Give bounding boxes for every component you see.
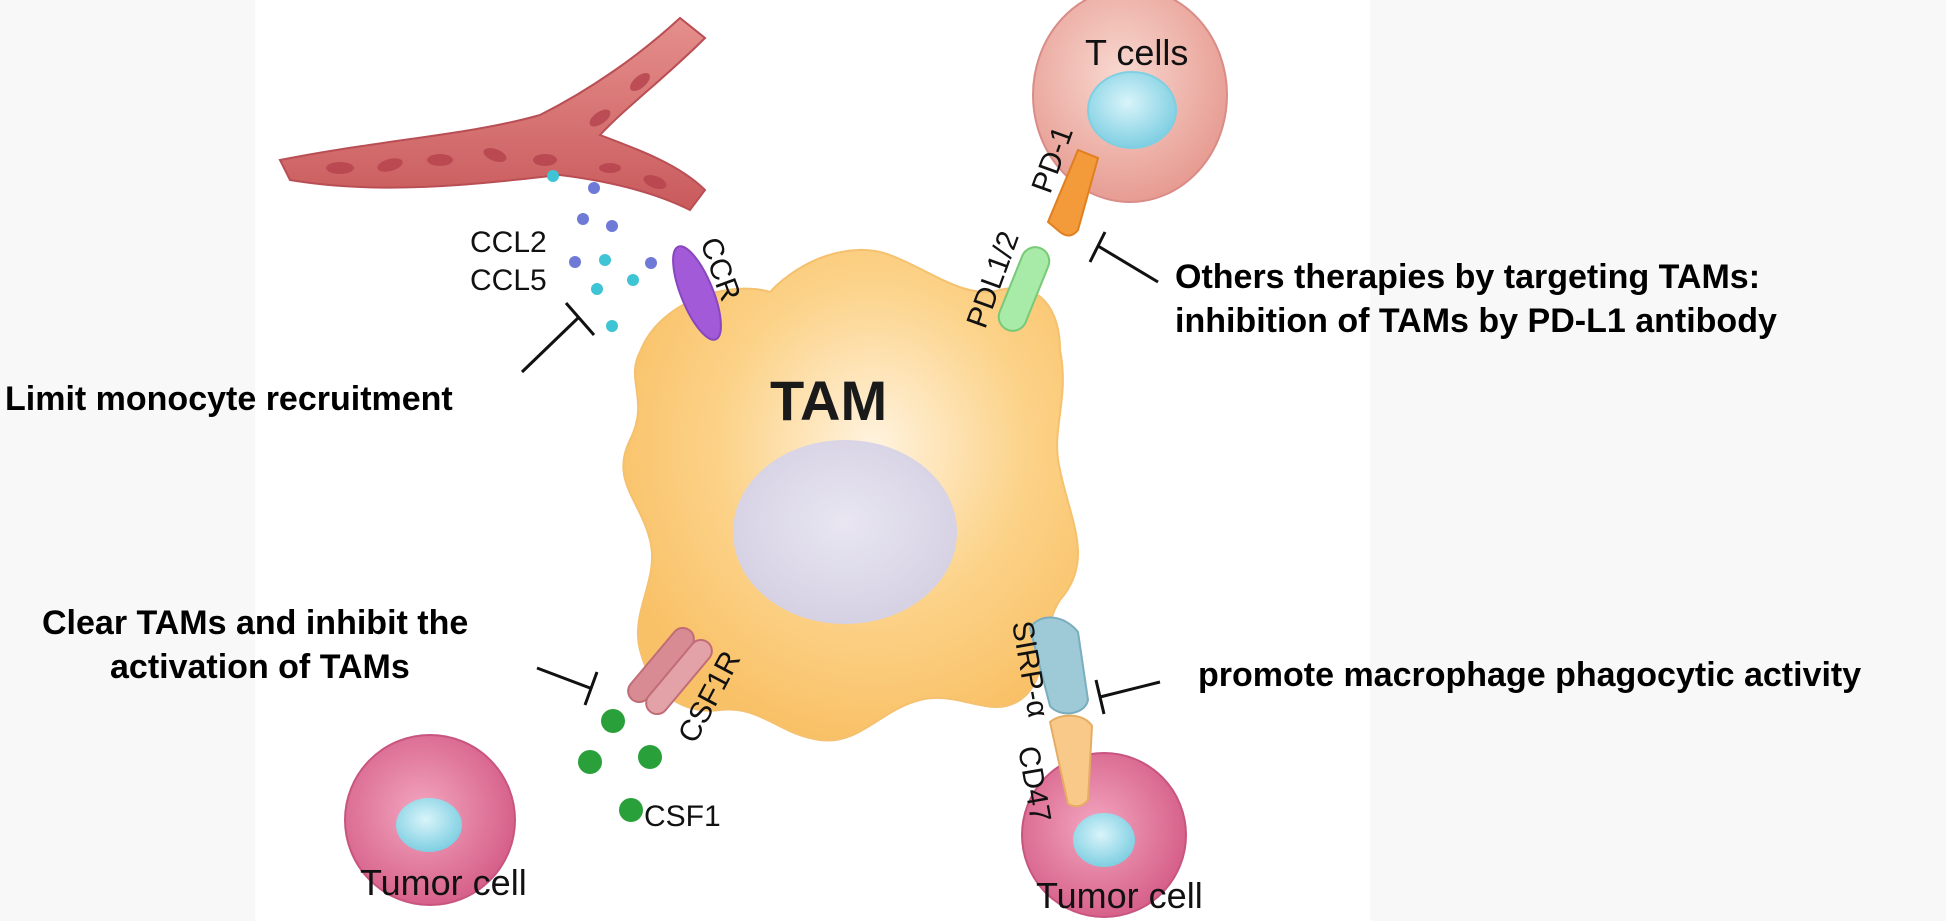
- annotation-clear-line2: activation of TAMs: [110, 648, 410, 686]
- annotation-limit-recruitment: Limit monocyte recruitment: [5, 380, 453, 418]
- background-right: [1370, 0, 1946, 921]
- tumor-cell-left-nucleus: [396, 798, 462, 852]
- sirp-alpha-receptor: [1028, 616, 1090, 715]
- chemokine-dots: [569, 213, 657, 332]
- annotation-promote: promote macrophage phagocytic activity: [1198, 656, 1861, 694]
- annotation-others-line1: Others therapies by targeting TAMs:: [1175, 258, 1760, 296]
- csf1-label: CSF1: [644, 800, 721, 833]
- tumor-cell-right: Tumor cell: [1021, 752, 1203, 918]
- background-left: [0, 0, 255, 921]
- tam-label: TAM: [770, 369, 887, 432]
- csf1r-receptor: [627, 626, 713, 716]
- annotation-others-line2: inhibition of TAMs by PD-L1 antibody: [1175, 302, 1777, 340]
- tumor-cell-left-label: Tumor cell: [360, 862, 527, 903]
- cd47-ligand: [1048, 714, 1094, 808]
- inhibition-marker-csf1r: [536, 666, 599, 706]
- t-cells-label: T cells: [1085, 32, 1188, 73]
- tam-nucleus: [733, 440, 957, 624]
- tumor-cell-left: Tumor cell: [344, 734, 527, 906]
- t-cell-nucleus: [1087, 71, 1177, 149]
- pdl-receptor: [997, 246, 1051, 332]
- inhibition-marker-sirp: [1094, 679, 1161, 715]
- inhibition-marker-recruitment: [520, 302, 596, 374]
- tumor-cell-right-nucleus: [1073, 813, 1135, 867]
- blood-vessel: [278, 16, 707, 212]
- csf1-ligands: [578, 709, 662, 822]
- ccl5-label: CCL5: [470, 264, 547, 297]
- tumor-cell-right-label: Tumor cell: [1036, 875, 1203, 916]
- annotation-clear-line1: Clear TAMs and inhibit the: [42, 604, 468, 642]
- ccr-receptor: [672, 245, 722, 341]
- pd1-receptor: [1046, 148, 1100, 237]
- ccl2-label: CCL2: [470, 226, 547, 259]
- inhibition-marker-pdl1: [1088, 231, 1159, 284]
